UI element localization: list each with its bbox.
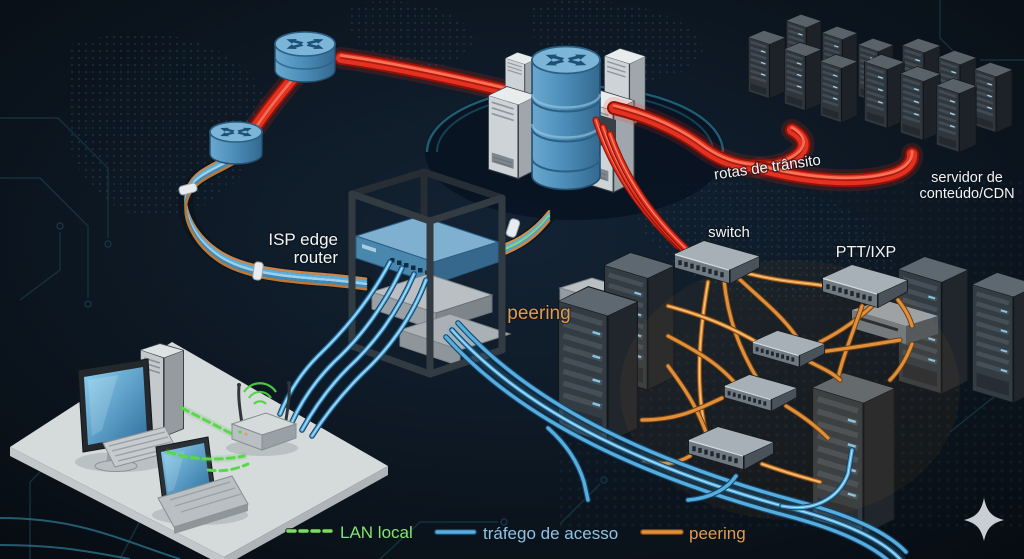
core-router-cylinder bbox=[530, 45, 602, 191]
label-cdn-line1: servidor de bbox=[931, 170, 1003, 186]
desktop-monitor bbox=[77, 358, 154, 472]
labels: rotas de trânsito servidor de conteúdo/C… bbox=[267, 150, 1016, 325]
legend-label-access: tráfego de acesso bbox=[483, 524, 618, 543]
laptop bbox=[155, 436, 249, 534]
cable-tie bbox=[505, 218, 521, 238]
label-peering-area: peering bbox=[507, 303, 570, 324]
legend-label-peering: peering bbox=[689, 524, 746, 543]
label-switch: switch bbox=[708, 224, 750, 241]
sparkle-icon bbox=[964, 498, 1004, 541]
label-ptt-ixp: PTT/IXP bbox=[836, 244, 896, 261]
backbone-router-upper bbox=[274, 31, 336, 83]
legend: LAN local tráfego de acesso peering bbox=[285, 523, 746, 543]
cable-tie bbox=[178, 182, 198, 196]
label-isp-edge-line2: router bbox=[294, 248, 339, 267]
legend-item-access: tráfego de acesso bbox=[434, 524, 618, 543]
wifi-router bbox=[230, 381, 298, 451]
label-cdn-line2: conteúdo/CDN bbox=[919, 186, 1014, 202]
core-to-isp-bundle bbox=[442, 211, 549, 263]
backbone-router-lower bbox=[209, 121, 263, 165]
wifi-arcs-icon bbox=[243, 382, 277, 405]
uplink-bundle bbox=[178, 145, 366, 289]
legend-label-lan: LAN local bbox=[340, 523, 413, 542]
label-isp-edge-line1: ISP edge bbox=[268, 230, 338, 249]
office-platform bbox=[10, 342, 388, 559]
cable-tie bbox=[252, 261, 264, 281]
legend-item-peering: peering bbox=[640, 524, 746, 543]
legend-item-lan: LAN local bbox=[285, 523, 413, 542]
